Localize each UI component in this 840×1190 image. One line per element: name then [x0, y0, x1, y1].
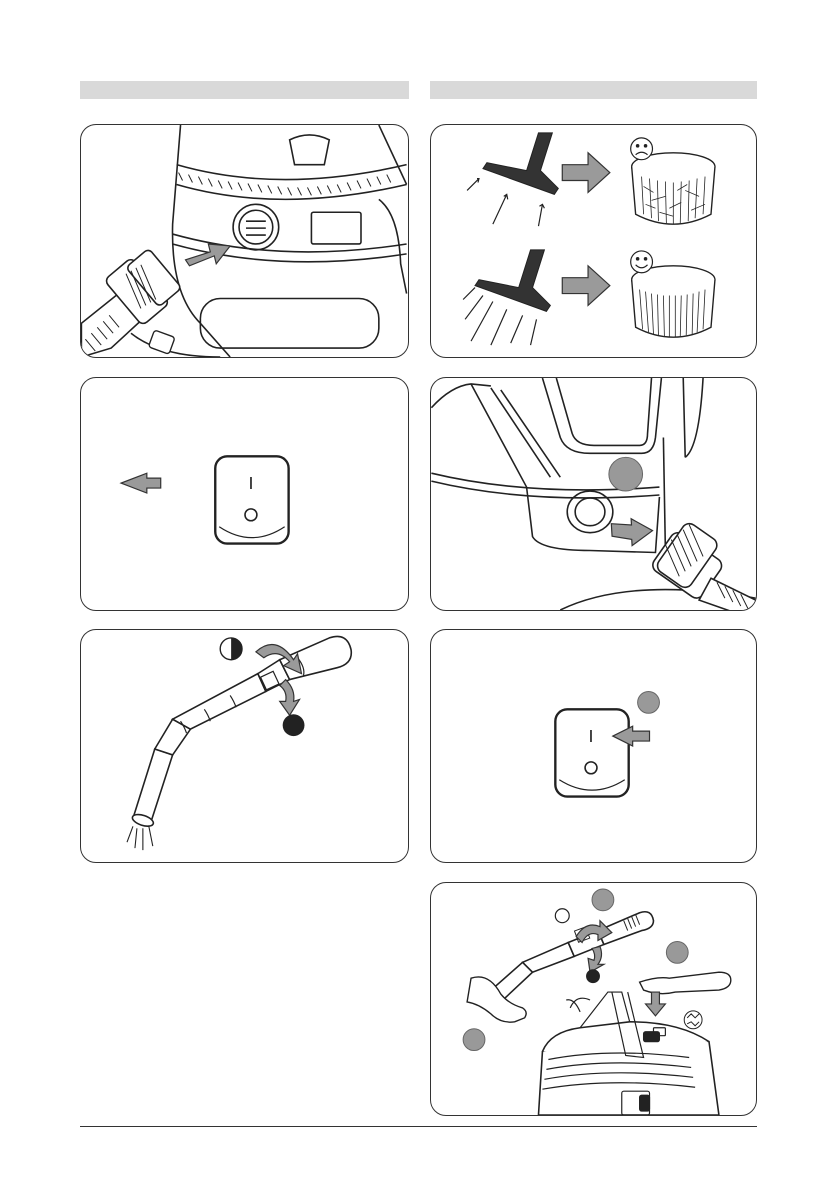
switch-off-symbol [245, 509, 257, 521]
full-circle-airflow-icon [283, 714, 305, 736]
header-bar-right [430, 81, 757, 99]
header-bar-left [80, 81, 409, 99]
step-badge-icon [638, 691, 660, 713]
panel-filter-suction-comparison [430, 124, 757, 358]
full-circle-airflow-icon [586, 969, 600, 983]
hose-connect-illustration [81, 125, 408, 357]
switch-off-symbol [585, 762, 597, 774]
dust-filter-icon [684, 1011, 702, 1029]
switch-on-symbol: I [589, 726, 594, 746]
step-badge-icon [463, 1029, 485, 1051]
panel-blower-port-connect [430, 377, 757, 611]
panel-handle-rotate-and-store [430, 882, 757, 1116]
empty-circle-airflow-icon [555, 909, 569, 923]
arrow-icon [186, 244, 231, 266]
footer-rule [80, 1126, 757, 1127]
happy-face-icon [631, 251, 653, 273]
sad-face-icon [631, 138, 653, 160]
arrow-icon [562, 266, 610, 306]
half-circle-airflow-icon [220, 638, 242, 660]
filter-comparison-illustration [431, 125, 756, 357]
panel-handle-airflow-rotate [80, 629, 409, 863]
panel-power-switch-on-1: I [80, 377, 409, 611]
switch-on-symbol: I [248, 473, 253, 493]
step-badge-icon [592, 889, 614, 911]
step-badge-icon [609, 457, 643, 491]
hand-icon [640, 972, 731, 993]
step-badge-icon [666, 941, 688, 963]
panel-power-switch-on-2: I [430, 629, 757, 863]
arrow-icon [562, 153, 610, 193]
floor-nozzle-icon [475, 250, 550, 311]
arrow-icon [121, 473, 161, 493]
clean-filter-icon [632, 266, 715, 337]
arrow-icon [607, 514, 654, 550]
panel-hose-connect-body [80, 124, 409, 358]
arrow-icon [646, 992, 666, 1016]
floor-nozzle-icon [483, 133, 558, 194]
rotate-arrow-icon [280, 680, 300, 716]
